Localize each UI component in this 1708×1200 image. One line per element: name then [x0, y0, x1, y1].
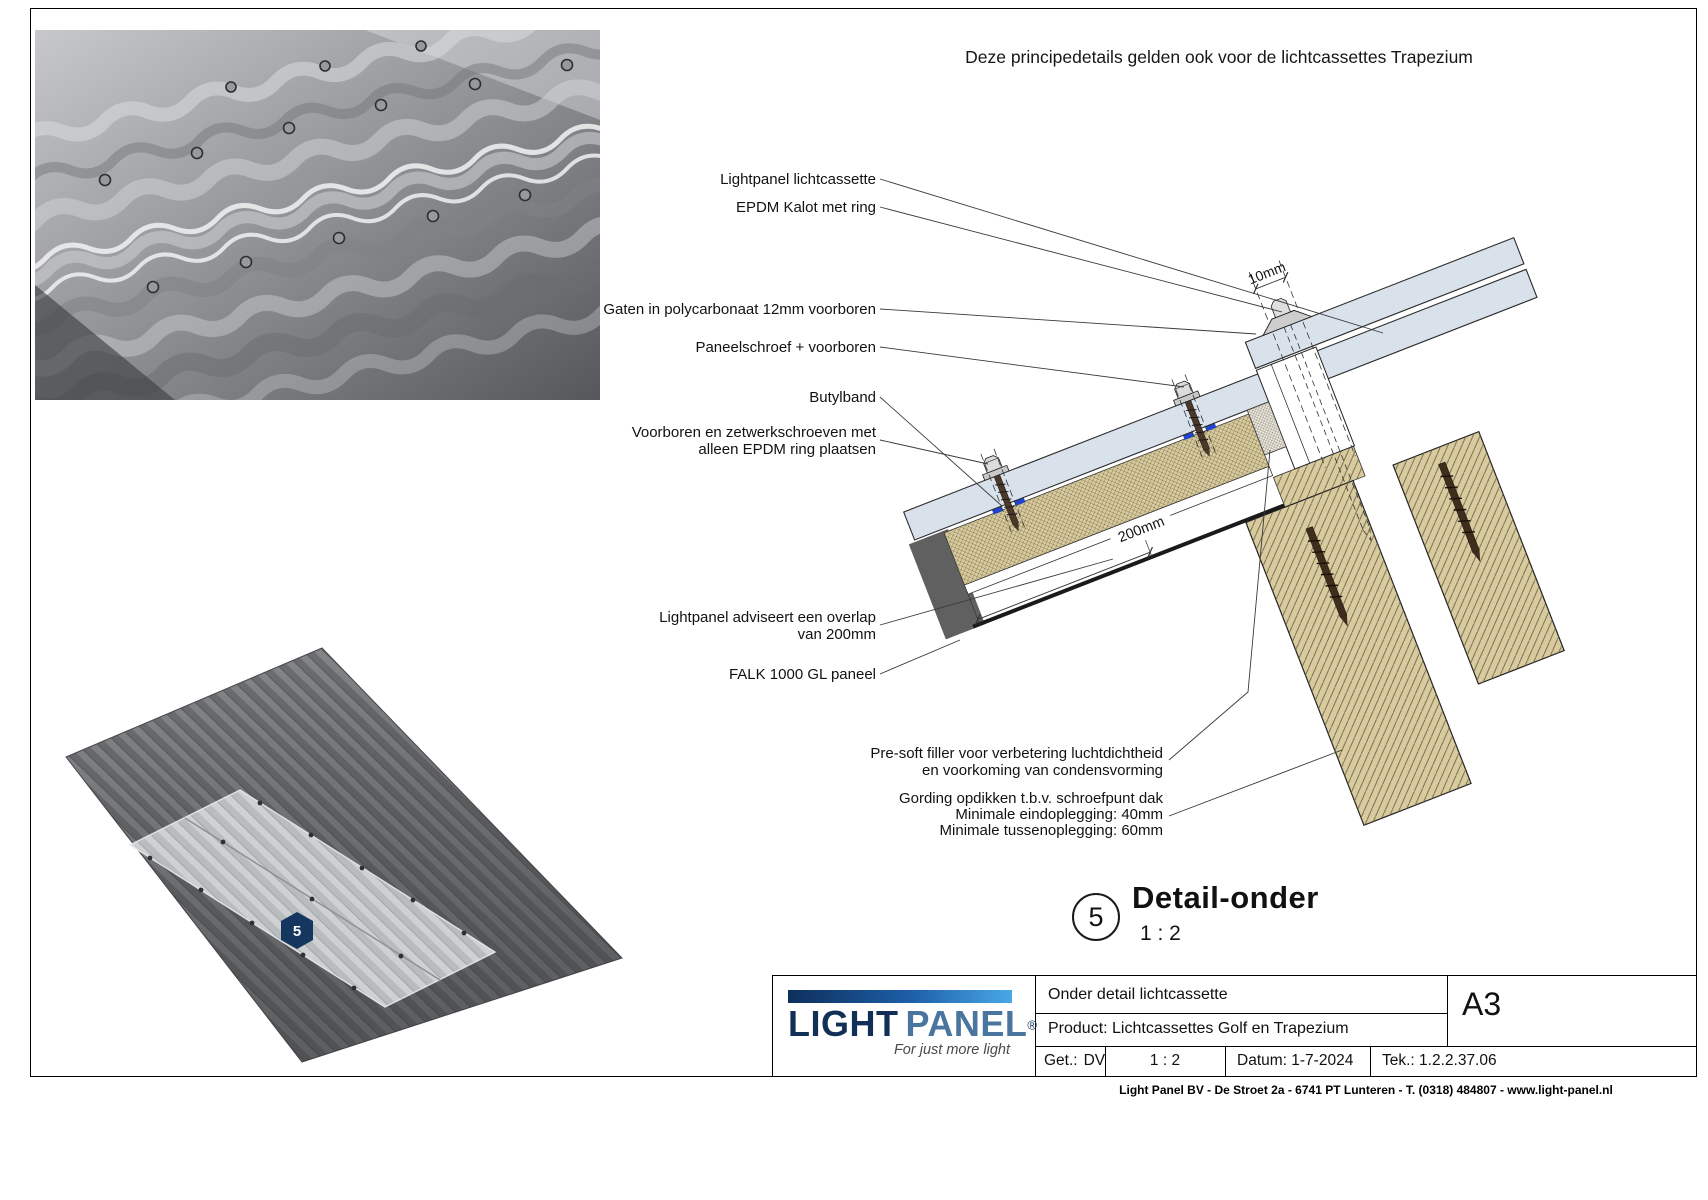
- annotation-paneelschroef: Paneelschroef + voorboren: [695, 339, 876, 356]
- annotation-overlap-line1: Lightpanel adviseert een overlap: [659, 609, 876, 626]
- logo-word-light: LIGHT: [788, 1003, 899, 1044]
- annotation-gording-line1: Gording opdikken t.b.v. schroefpunt dak: [898, 790, 1163, 807]
- title-block-divider: [1447, 975, 1448, 1046]
- drawing-number-cell: Tek.: 1.2.2.37.06: [1382, 1052, 1497, 1069]
- annotation-falk: FALK 1000 GL paneel: [728, 666, 876, 683]
- drawn-by-value: DV: [1083, 1052, 1106, 1069]
- logo-registered-icon: ®: [1027, 1017, 1037, 1033]
- logo-tagline: For just more light: [893, 1042, 1010, 1058]
- logo-word-panel: PANEL: [905, 1003, 1028, 1044]
- title-block-divider: [1035, 1046, 1697, 1047]
- shadow-corner: [35, 285, 175, 400]
- annotation-presoft-line2: en voorkoming van condensvorming: [922, 762, 1163, 779]
- annotation-voorboren: Voorboren en zetwerkschroeven met alleen…: [632, 424, 876, 458]
- detail-badge-number: 5: [293, 923, 301, 940]
- drawn-by-cell: Get.: DV: [1044, 1052, 1105, 1070]
- annotation-gording: Gording opdikken t.b.v. schroefpunt dak …: [899, 791, 1163, 839]
- title-block-divider: [1035, 975, 1036, 1077]
- annotation-presoft: Pre-soft filler voor verbetering luchtdi…: [870, 745, 1163, 779]
- annotation-overlap: Lightpanel adviseert een overlap van 200…: [659, 609, 876, 643]
- annotation-presoft-line1: Pre-soft filler voor verbetering luchtdi…: [870, 745, 1163, 762]
- detail-title: Detail-onder: [1132, 880, 1319, 915]
- screw-heads: [98, 40, 574, 294]
- note-trapezium: Deze principedetails gelden ook voor de …: [965, 47, 1473, 67]
- photo-roof-overview: 5: [60, 640, 635, 1070]
- title-block-divider: [1225, 1046, 1226, 1077]
- date-cell: Datum: 1-7-2024: [1237, 1052, 1354, 1069]
- photo-roof-overview-render: 5: [65, 647, 623, 1063]
- annotation-butylband: Butylband: [809, 389, 876, 406]
- annotation-gording-line3: Minimale tussenoplegging: 60mm: [939, 822, 1163, 839]
- photo-roof-closeup: [35, 30, 600, 400]
- annotation-overlap-line2: van 200mm: [797, 626, 876, 643]
- title-block-divider: [1370, 1046, 1371, 1077]
- annotation-epdm-kalot: EPDM Kalot met ring: [735, 199, 876, 216]
- annotation-lichtcassette: Lightpanel lichtcassette: [720, 171, 876, 188]
- annotation-gaten: Gaten in polycarbonaat 12mm voorboren: [603, 301, 876, 318]
- panel-screw-dots: [147, 800, 467, 991]
- scale-cell: 1 : 2: [1149, 1052, 1181, 1069]
- title-block-divider: [1035, 1013, 1447, 1014]
- product-line: Product: Lichtcassettes Golf en Trapeziu…: [1048, 1020, 1349, 1037]
- detail-scale: 1 : 2: [1140, 922, 1181, 945]
- detail-marker-circle: 5: [1072, 893, 1120, 941]
- annotation-voorboren-line2: alleen EPDM ring plaatsen: [698, 441, 876, 458]
- footer-address: Light Panel BV - De Stroet 2a - 6741 PT …: [1119, 1083, 1613, 1097]
- title-block-divider: [1105, 1046, 1106, 1077]
- paper-format: A3: [1462, 986, 1502, 1022]
- drawn-by-label: Get.:: [1044, 1052, 1078, 1069]
- title-block-border: [772, 975, 1697, 1077]
- logo-bar: [788, 990, 1012, 1003]
- detail-badge-hexagon: 5: [281, 912, 313, 949]
- detail-marker-number: 5: [1088, 901, 1104, 932]
- annotation-voorboren-line1: Voorboren en zetwerkschroeven met: [631, 424, 876, 441]
- annotation-gording-line2: Minimale eindoplegging: 40mm: [955, 806, 1163, 823]
- drawing-title: Onder detail lichtcassette: [1048, 986, 1228, 1003]
- photo-roof-closeup-render: [35, 30, 600, 400]
